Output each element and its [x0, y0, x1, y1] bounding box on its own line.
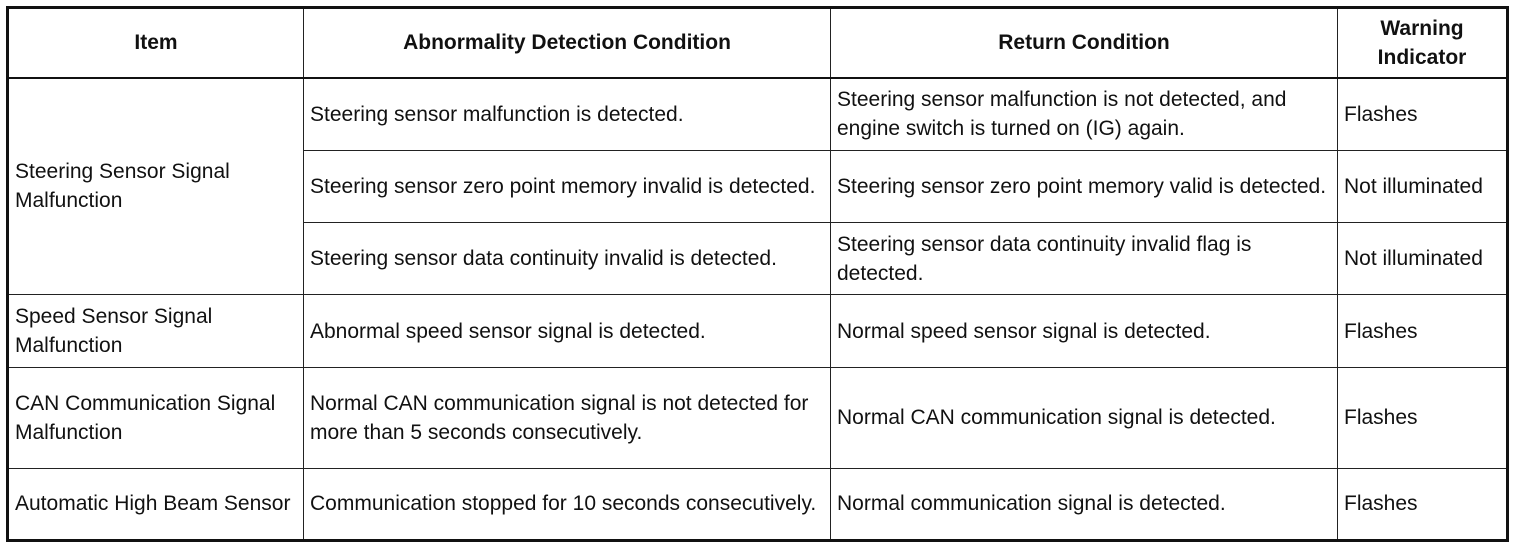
return-cell: Steering sensor data continuity invalid …	[830, 222, 1338, 296]
abnormality-cell: Steering sensor malfunction is detected.	[303, 76, 831, 152]
abnormality-cell: Normal CAN communication signal is not d…	[303, 366, 831, 469]
item-cell: CAN Communication Signal Malfunction	[7, 366, 304, 469]
table-row: Steering sensor data continuity invalid …	[8, 222, 1508, 296]
table-row: Steering sensor zero point memory invali…	[8, 150, 1508, 224]
header-item: Item	[7, 7, 304, 79]
warning-cell: Flashes	[1337, 366, 1508, 469]
abnormality-cell: Communication stopped for 10 seconds con…	[303, 467, 831, 542]
table-body: Steering Sensor Signal Malfunction Steer…	[7, 76, 1508, 542]
abnormality-cell: Abnormal speed sensor signal is detected…	[303, 294, 831, 368]
warning-cell: Flashes	[1337, 467, 1508, 542]
table-row: Speed Sensor Signal Malfunction Abnormal…	[7, 294, 1508, 368]
header-warning-indicator: Warning Indicator	[1337, 7, 1508, 79]
abnormality-cell: Steering sensor zero point memory invali…	[303, 150, 831, 224]
return-cell: Normal communication signal is detected.	[830, 467, 1338, 542]
warning-cell: Flashes	[1337, 294, 1508, 368]
header-abnormality-detection-condition: Abnormality Detection Condition	[303, 7, 831, 79]
table-header: Item Abnormality Detection Condition Ret…	[7, 7, 1508, 79]
item-cell: Speed Sensor Signal Malfunction	[7, 294, 304, 368]
header-row: Item Abnormality Detection Condition Ret…	[7, 7, 1508, 79]
warning-cell: Not illuminated	[1337, 222, 1508, 296]
abnormality-cell: Steering sensor data continuity invalid …	[303, 222, 831, 296]
item-cell: Automatic High Beam Sensor	[7, 467, 304, 542]
header-warning-line2: Indicator	[1377, 45, 1467, 69]
return-cell: Steering sensor malfunction is not detec…	[830, 76, 1338, 152]
table-row: Automatic High Beam Sensor Communication…	[7, 467, 1508, 542]
fail-safe-table: Item Abnormality Detection Condition Ret…	[6, 6, 1509, 542]
return-cell: Steering sensor zero point memory valid …	[830, 150, 1338, 224]
table-row: CAN Communication Signal Malfunction Nor…	[7, 366, 1508, 469]
warning-cell: Not illuminated	[1337, 150, 1508, 224]
item-cell: Steering Sensor Signal Malfunction	[7, 76, 304, 296]
header-return-condition: Return Condition	[830, 7, 1338, 79]
table-row: Steering Sensor Signal Malfunction Steer…	[7, 76, 1508, 296]
warning-cell: Flashes	[1337, 76, 1508, 152]
header-warning-line1: Warning	[1380, 16, 1464, 40]
return-cell: Normal speed sensor signal is detected.	[830, 294, 1338, 368]
return-cell: Normal CAN communication signal is detec…	[830, 366, 1338, 469]
